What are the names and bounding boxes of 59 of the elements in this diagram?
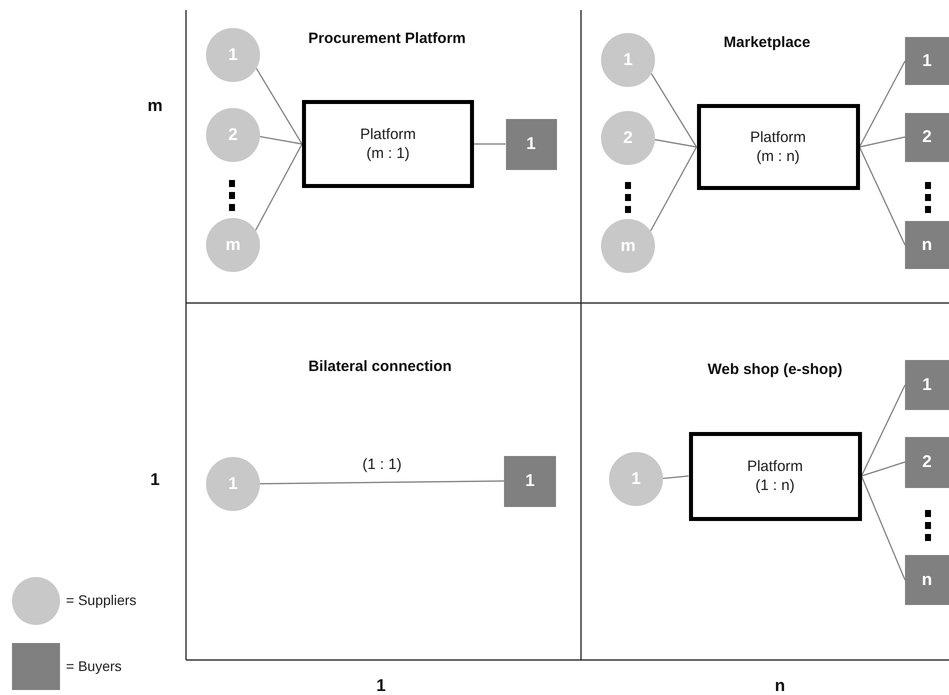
buyer-square: [905, 555, 949, 605]
ratio-label: (m : n): [756, 147, 800, 166]
quadrant-title: Procurement Platform: [308, 30, 466, 47]
number-label: n: [922, 235, 932, 255]
quadrant-title: Web shop (e-shop): [708, 361, 842, 378]
number-label: 2: [922, 452, 932, 472]
platform-box: [688, 432, 862, 520]
axis-label: n: [774, 676, 786, 695]
buyer-square: [504, 456, 556, 506]
axis-label: m: [147, 96, 163, 116]
buyer-square: [905, 221, 949, 269]
number-label: 1: [526, 134, 536, 154]
ratio-label: (1 : n): [755, 476, 795, 495]
supplier-circle: [206, 108, 260, 162]
buyer-square: [905, 112, 949, 162]
number-label: 1: [525, 471, 535, 491]
buyer-square: [905, 360, 949, 410]
connector-line: [654, 139, 697, 148]
connector-line: [650, 146, 698, 232]
box-title: Platform: [747, 457, 803, 476]
supplier-circle: [609, 452, 663, 506]
connector-line: [474, 143, 506, 145]
connector-line: [858, 60, 906, 148]
number-label: 2: [922, 127, 932, 147]
connector-line: [861, 461, 906, 477]
buyer-square: [905, 436, 949, 488]
legend-label: = Buyers: [66, 658, 122, 674]
connector-line: [858, 146, 906, 246]
buyer-square: [506, 118, 556, 170]
supplier-circle: [601, 33, 655, 87]
box-title: Platform: [750, 128, 806, 147]
connector-line: [650, 73, 698, 148]
axis-label: 1: [150, 470, 160, 490]
legend-label: = Suppliers: [66, 592, 136, 608]
connector-line: [860, 476, 906, 580]
connector-line: [256, 68, 303, 144]
edge-label: (1 : 1): [360, 456, 404, 474]
supplier-circle: [206, 457, 260, 511]
platform-box: [696, 104, 860, 190]
axis-label: 1: [376, 676, 386, 695]
supplier-circle: [206, 218, 260, 272]
number-label: 1: [922, 375, 932, 395]
connector-line: [260, 136, 302, 145]
platform-box: [302, 100, 474, 188]
supplier-circle: [601, 219, 655, 273]
supplier-circle: [601, 111, 655, 165]
connector-line: [255, 144, 303, 231]
supplier-circle: [206, 28, 260, 82]
connector-line: [860, 384, 906, 476]
ratio-label: (m : 1): [366, 144, 410, 163]
box-title: Platform: [360, 125, 416, 144]
connector-line: [260, 480, 504, 484]
connector-line: [662, 475, 689, 480]
quadrant-title: Marketplace: [724, 34, 810, 51]
number-label: 1: [922, 51, 932, 71]
quadrant-title: Bilateral connection: [308, 358, 452, 375]
buyer-square: [905, 37, 949, 85]
number-label: n: [922, 570, 932, 590]
connector-line: [859, 136, 906, 148]
